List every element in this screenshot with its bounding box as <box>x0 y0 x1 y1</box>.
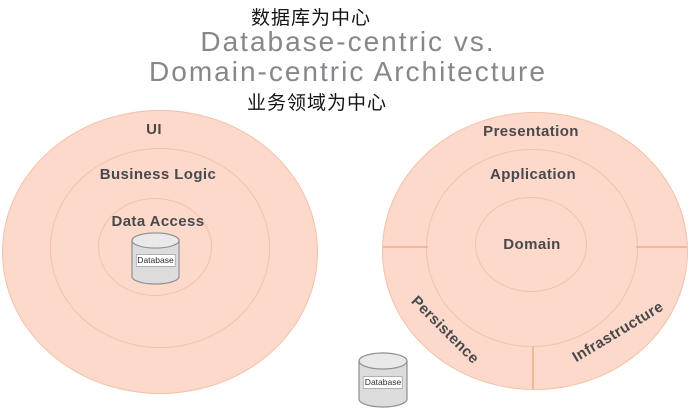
ring-business-logic <box>50 148 270 348</box>
ring-label-domain: Domain <box>503 236 561 253</box>
database-cylinder-center: Database <box>131 232 180 285</box>
ring-data-access <box>98 198 212 296</box>
title-line2: Domain-centric Architecture <box>149 56 547 87</box>
database-label: Database <box>362 375 404 389</box>
ring-label-data-access: Data Access <box>111 213 205 230</box>
ring-label-business-logic: Business Logic <box>99 166 217 183</box>
sector-divider-right <box>636 246 687 248</box>
database-label: Database <box>135 254 176 268</box>
annotation-domain-centric: 业务领域为中心 <box>246 93 388 114</box>
ring-label-application: Application <box>489 166 577 183</box>
ring-domain <box>475 197 587 292</box>
annotation-database-centric: 数据库为中心 <box>250 8 372 29</box>
sector-divider-bottom <box>532 347 534 389</box>
page-title: Database-centric vs. Domain-centric Arch… <box>149 27 547 87</box>
ring-application <box>426 149 638 347</box>
sector-divider-left <box>383 246 428 248</box>
ring-label-presentation: Presentation <box>483 123 579 140</box>
database-cylinder-external: Database <box>358 352 408 408</box>
title-line1: Database-centric vs. <box>200 26 496 57</box>
ring-label-ui: UI <box>146 121 162 138</box>
